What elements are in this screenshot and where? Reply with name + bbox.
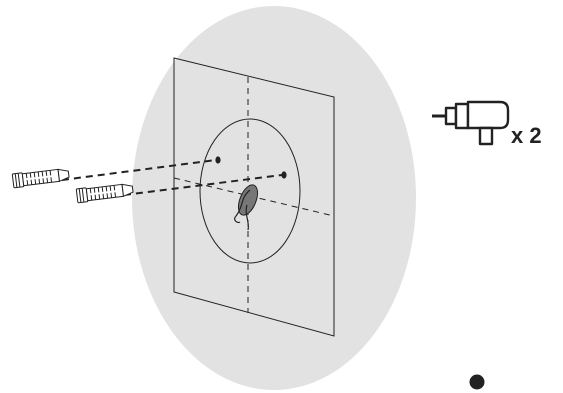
drill-quantity-label: x 2: [511, 123, 542, 148]
cable-hole: [237, 184, 259, 216]
anchor-guide-line-top: [61, 159, 217, 181]
screw-hole-left: [215, 156, 221, 164]
template-base-circle: [199, 118, 301, 264]
screw-hole-right: [281, 171, 287, 179]
cable-icon: [234, 189, 251, 231]
dot-marker-icon: [469, 374, 485, 390]
wall-surface: [132, 6, 416, 390]
template-outline: [173, 57, 335, 337]
anchor-guide-line-bottom: [123, 174, 283, 196]
wall-anchor-icon: [75, 183, 134, 204]
drill-icon: [432, 100, 510, 146]
wall-anchor-icon: [11, 168, 70, 189]
